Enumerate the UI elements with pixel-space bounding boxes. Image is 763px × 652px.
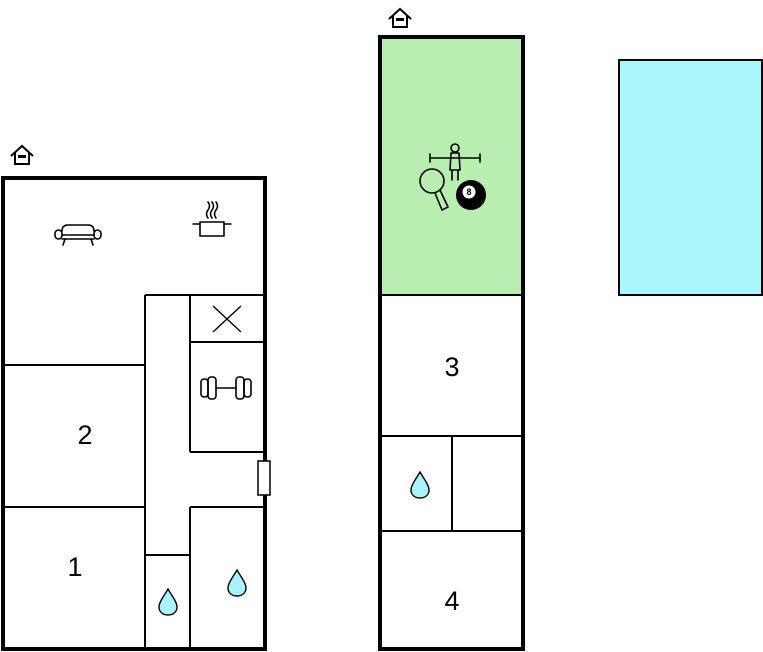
cross-icon	[212, 305, 242, 333]
foosball-icon	[429, 143, 481, 181]
bathroom-right	[410, 471, 430, 499]
water-drop-icon	[410, 471, 430, 499]
ping-pong-icon	[419, 168, 449, 211]
floor-left-outline	[1, 176, 267, 651]
sofa-icon	[54, 224, 102, 246]
storage	[189, 295, 263, 452]
living-kitchen	[54, 201, 232, 246]
swimming-pool	[618, 59, 763, 296]
gym	[190, 376, 263, 453]
bathroom-small	[158, 588, 178, 616]
house-entrance-icon	[388, 8, 412, 28]
door	[257, 460, 271, 496]
house-entrance-icon	[10, 145, 34, 165]
floor-left: 2 1	[1, 145, 271, 651]
floor-right-outline	[378, 35, 525, 651]
room-label-2: 2	[77, 420, 92, 450]
billiard-ball-number: 8	[466, 187, 471, 197]
cooking-pot-icon	[192, 201, 232, 237]
room-label-4: 4	[444, 586, 459, 616]
water-drop-icon	[227, 569, 247, 597]
billiard-ball-icon: 8	[456, 180, 486, 210]
bathroom	[227, 569, 247, 597]
water-drop-icon	[158, 588, 178, 616]
floor-right: 8 3 4	[378, 8, 525, 651]
room-label-1: 1	[67, 552, 82, 582]
game-room	[381, 38, 523, 295]
room-label-3: 3	[444, 352, 459, 382]
dumbbell-icon	[200, 376, 252, 400]
